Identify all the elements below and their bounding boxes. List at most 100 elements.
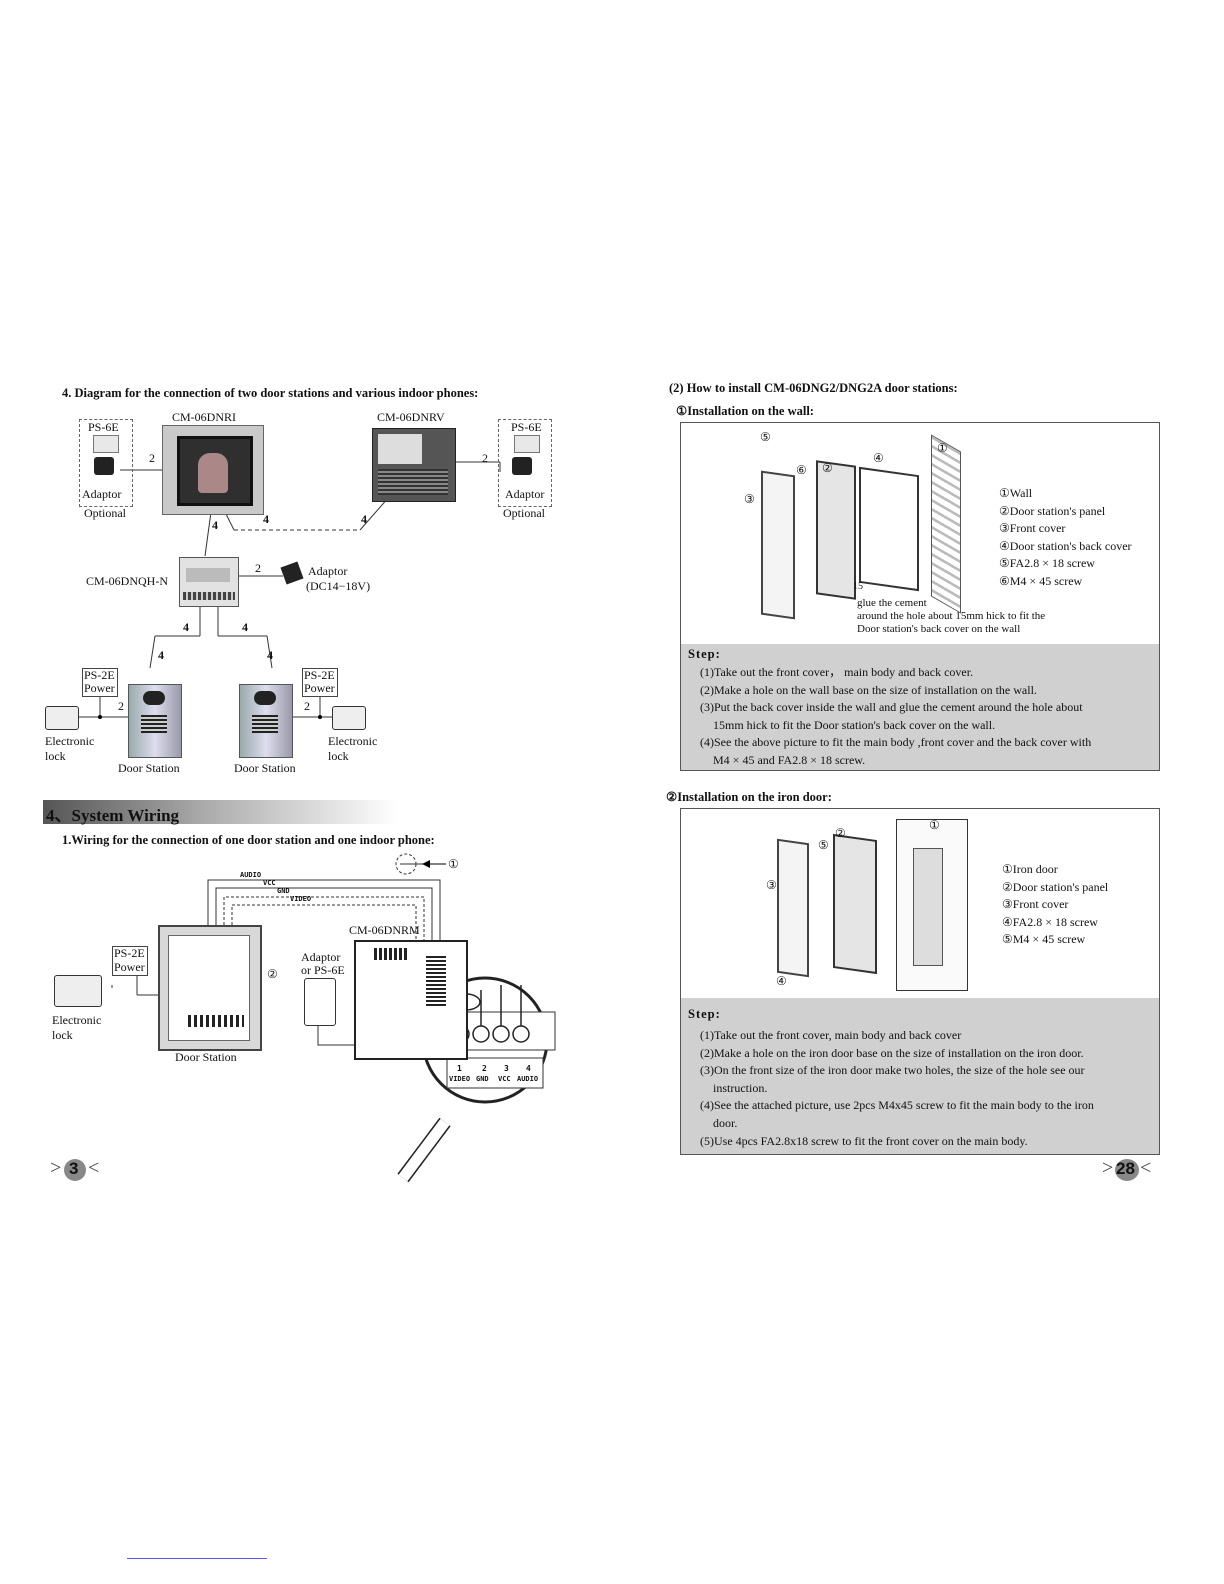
- ps2e-left-box: [82, 668, 118, 697]
- terminal-block: [188, 1015, 244, 1027]
- wire-vcc-label: VCC: [263, 879, 276, 887]
- wall-callout-3: ③: [744, 492, 755, 506]
- iron-install-title: ②Installation on the iron door:: [666, 790, 832, 804]
- install-title: (2) How to install CM-06DNG2/DNG2A door …: [669, 381, 958, 395]
- terminal-num-4: 4: [526, 1064, 531, 1073]
- elock-left-label2: lock: [45, 749, 66, 763]
- terminal-gnd: GND: [476, 1075, 489, 1083]
- monitor-model-label: CM-06DNRM: [349, 923, 420, 937]
- optional-right-label: Optional: [503, 506, 545, 520]
- iron-legend: ①Iron door ②Door station's panel ③Front …: [1002, 861, 1108, 949]
- iron-install-panel: ① ② ⑤ ③ ④ ①Iron door ②Door station's pan…: [680, 808, 1160, 1155]
- wire-label: 4: [212, 518, 218, 532]
- monitor-screen: [378, 434, 422, 464]
- legend-item: ②Door station's panel: [999, 503, 1106, 518]
- wall-callout-4: ④: [873, 451, 884, 465]
- ps2e-right-box: [302, 668, 338, 697]
- step-item: M4 × 45 and FA2.8 × 18 screw.: [713, 752, 866, 767]
- wall-steps: Step: (1)Take out the front cover， main …: [681, 644, 1159, 770]
- ps2e-box: [112, 946, 148, 976]
- iron-figure: [771, 819, 1001, 999]
- terminal-vcc: VCC: [498, 1075, 511, 1083]
- step-item: door.: [713, 1115, 738, 1130]
- step-item: (1)Take out the front cover, main body a…: [700, 1028, 962, 1042]
- electronic-lock-left-icon: [45, 706, 79, 730]
- door-station-left: [128, 684, 182, 758]
- door-station-left-label: Door Station: [118, 761, 180, 775]
- system-wiring-header: 4、System Wiring: [43, 800, 398, 825]
- hub-cm06dnqh: [179, 557, 239, 607]
- iron-callout-1: ①: [929, 818, 940, 832]
- footnote-rule: [127, 1558, 267, 1559]
- ps2e-right-label: PS-2E: [304, 668, 335, 682]
- wall-callout-6: ⑥: [796, 463, 807, 477]
- model-left-label: CM-06DNRI: [172, 410, 237, 424]
- wire-label: 4: [183, 620, 189, 634]
- ps6e-right-icon: [514, 435, 540, 453]
- step-item: (4)See the attached picture, use 2pcs M4…: [700, 1098, 1094, 1113]
- hub-adaptor-label: Adaptor: [308, 564, 348, 578]
- step-item: instruction.: [713, 1080, 768, 1095]
- system-wiring-title: 4、System Wiring: [46, 806, 180, 825]
- wall-callout-1: ①: [937, 441, 948, 455]
- iron-callout-4: ④: [776, 974, 787, 988]
- page-number-left-text: 3: [69, 1159, 79, 1178]
- wire-audio-label: AUDIO: [240, 871, 262, 879]
- power-right-label: Power: [304, 681, 335, 695]
- front-cover-shape: [761, 470, 795, 620]
- wire-label: 4: [267, 648, 273, 662]
- wire-label: 4: [263, 512, 269, 526]
- page-number-left: > 3 <: [50, 1157, 100, 1181]
- adaptor-left-icon: [94, 457, 114, 475]
- speaker-grille: [378, 469, 448, 495]
- monitor-screen: [177, 436, 253, 506]
- model-right-label: CM-06DNRV: [377, 410, 445, 424]
- legend-item: ⑤M4 × 45 screw: [1002, 932, 1086, 946]
- camera-icon: [143, 691, 165, 705]
- connector-strip: [426, 956, 446, 1006]
- door-station-label: Door Station: [175, 1050, 237, 1064]
- legend-item: ②Door station's panel: [1002, 879, 1109, 894]
- face-image: [198, 453, 228, 493]
- page-number-right: > 28 <: [1102, 1157, 1152, 1181]
- wall-install-title: ①Installation on the wall:: [676, 404, 814, 418]
- system-wiring-subtitle: 1.Wiring for the connection of one door …: [62, 833, 435, 847]
- wire-label: 2: [149, 451, 155, 465]
- legend-item: ③Front cover: [1002, 897, 1069, 911]
- terminal-audio: AUDIO: [517, 1075, 539, 1083]
- ps6e-right-label: PS-6E: [511, 420, 542, 434]
- door-station-right-label: Door Station: [234, 761, 296, 775]
- adaptor-label: Adaptor: [301, 950, 341, 964]
- wire-label: 4: [242, 620, 248, 634]
- door-cutout: [913, 848, 943, 966]
- speaker-icon: [252, 715, 278, 733]
- panel-shape: [816, 460, 856, 600]
- wall-dim-label: 15: [853, 581, 863, 592]
- ps6e-left-icon: [93, 435, 119, 453]
- legend-item: ⑤FA2.8 × 18 screw: [999, 556, 1095, 570]
- monitor-cm06dnrv: [372, 428, 456, 502]
- elock-right-label: Electronic: [328, 734, 378, 748]
- wall-callout-5: ⑤: [760, 430, 771, 444]
- panel-shape: [833, 833, 877, 975]
- page-number-right-text: 28: [1116, 1159, 1135, 1178]
- ps6e-right-frame: [498, 419, 552, 507]
- terminal-num-2: 2: [482, 1064, 487, 1073]
- step-item: (3)Put the back cover inside the wall an…: [700, 700, 1083, 715]
- elock-left-label: Electronic: [45, 734, 95, 748]
- hub-adaptor-dc: (DC14−18V): [306, 579, 371, 593]
- back-cover-shape: [859, 466, 919, 592]
- iron-door-shape: [896, 819, 968, 991]
- iron-callout-5: ⑤: [818, 838, 829, 852]
- step-item: (2)Make a hole on the iron door base on …: [700, 1045, 1084, 1060]
- step-item: (4)See the above picture to fit the main…: [700, 735, 1092, 750]
- ps6e-left-label: PS-6E: [88, 420, 119, 434]
- step-item: (1)Take out the front cover， main body a…: [700, 665, 974, 679]
- adaptor-icon: [304, 978, 336, 1026]
- wall-shape: [931, 434, 961, 614]
- door-station-right: [239, 684, 293, 758]
- wall-glue-1: glue the cement: [857, 597, 927, 609]
- power-left-label: Power: [84, 681, 115, 695]
- adaptor-left-label: Adaptor: [82, 487, 122, 501]
